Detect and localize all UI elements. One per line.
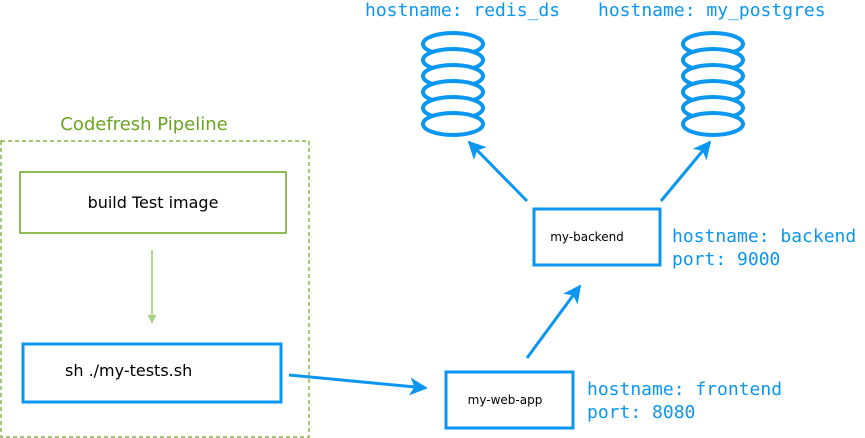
- redis-hostname: hostname: redis_ds: [365, 0, 560, 21]
- redis-database-icon: [421, 31, 485, 137]
- web-app-label: my-web-app: [468, 393, 543, 407]
- web-app-hostname: hostname: frontend: [587, 379, 782, 400]
- backend-to-postgres-arrow: [659, 140, 712, 202]
- web-app-port: port: 8080: [587, 402, 695, 423]
- build-step-label: build Test image: [88, 193, 219, 212]
- tests-to-webapp-arrow: [288, 373, 428, 396]
- backend-label: my-backend: [550, 230, 624, 244]
- backend-box: [532, 207, 662, 267]
- pipeline-container: [0, 140, 310, 438]
- pipeline-title: Codefresh Pipeline: [60, 114, 227, 135]
- test-step-label: sh ./my-tests.sh: [65, 361, 192, 380]
- postgres-database-icon: [681, 31, 745, 137]
- backend-hostname: hostname: backend: [672, 226, 856, 247]
- postgres-hostname: hostname: my_postgres: [598, 0, 826, 21]
- backend-to-redis-arrow: [467, 140, 529, 203]
- test-step-box: [21, 342, 283, 404]
- webapp-to-backend-arrow: [525, 284, 582, 359]
- build-step-box: [19, 171, 287, 234]
- backend-port: port: 9000: [672, 249, 780, 270]
- web-app-box: [444, 370, 575, 430]
